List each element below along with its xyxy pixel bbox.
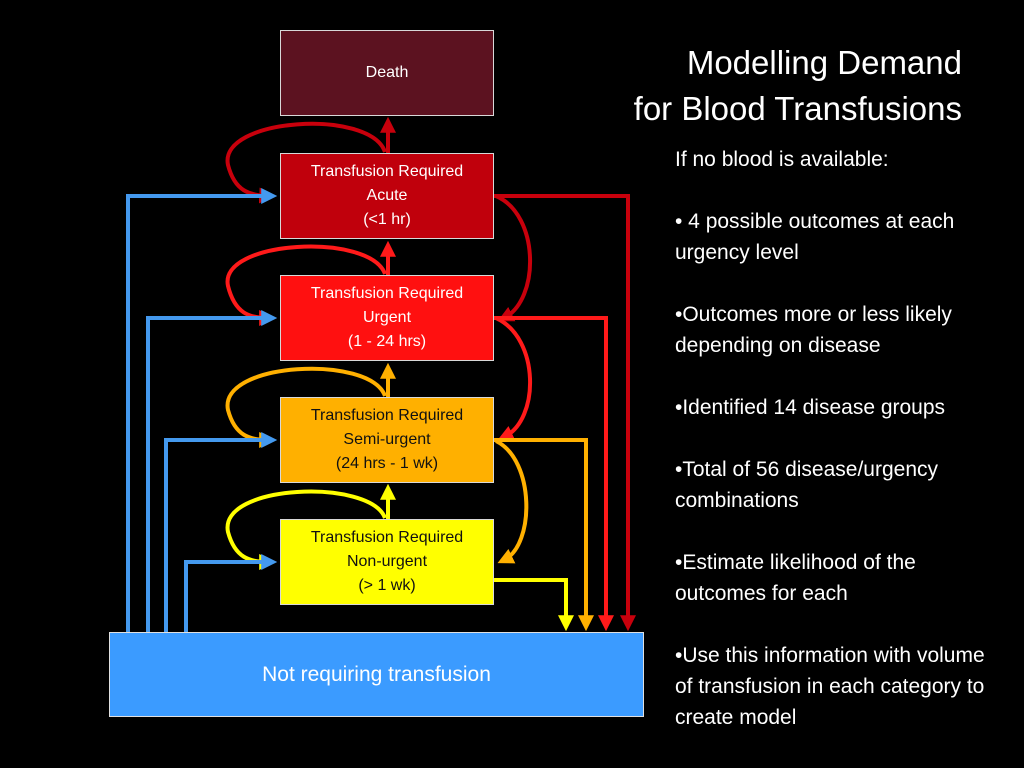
drop-non (494, 578, 574, 632)
title-line-1: Modelling Demand (686, 44, 962, 81)
note-bullet: • 4 possible outcomes at each urgency le… (675, 210, 955, 264)
notes-intro: If no blood is available: (675, 148, 889, 171)
curve-acute-to-urgent (495, 194, 532, 322)
urgent-box: Transfusion Required Urgent (1 - 24 hrs) (280, 275, 494, 361)
acute-line-3: (<1 hr) (363, 211, 411, 228)
curve-urgent-to-semi (495, 316, 532, 441)
not-requiring-label: Not requiring transfusion (262, 662, 491, 686)
note-bullet: •Estimate likelihood of the outcomes for… (675, 551, 916, 605)
loop-non (225, 489, 387, 570)
death-box: Death (280, 30, 494, 116)
curve-semi-to-non (495, 439, 529, 564)
semi-urgent-line-2: Semi-urgent (343, 431, 431, 448)
note-bullet: •Identified 14 disease groups (675, 396, 946, 419)
note-bullet: •Outcomes more or less likely depending … (675, 303, 952, 357)
blue-to-acute (126, 188, 278, 632)
drop-urgent (494, 316, 614, 632)
not-requiring-box: Not requiring transfusion (109, 632, 644, 717)
slide-title: Modelling Demand for Blood Transfusions (542, 40, 962, 132)
death-label: Death (365, 64, 409, 81)
drop-acute (494, 194, 636, 632)
loop-semi (225, 366, 387, 448)
loop-acute (225, 121, 387, 204)
semi-urgent-line-3: (24 hrs - 1 wk) (335, 455, 439, 472)
notes-panel: If no blood is available: • 4 possible o… (675, 144, 1005, 764)
non-urgent-line-2: Non-urgent (346, 553, 428, 570)
acute-box: Transfusion Required Acute (<1 hr) (280, 153, 494, 239)
urgent-line-2: Urgent (362, 309, 412, 326)
title-line-2: for Blood Transfusions (633, 90, 962, 127)
blue-to-non (184, 554, 278, 632)
acute-line-1: Transfusion Required (310, 163, 464, 180)
urgent-line-3: (1 - 24 hrs) (347, 333, 427, 350)
urgent-line-1: Transfusion Required (310, 285, 464, 302)
note-bullet: •Total of 56 disease/urgency combination… (675, 458, 939, 512)
drop-semi (494, 438, 594, 632)
blue-to-semi (164, 432, 278, 632)
semi-urgent-line-1: Transfusion Required (310, 407, 464, 424)
blue-to-urgent (146, 310, 278, 632)
non-urgent-box: Transfusion Required Non-urgent (> 1 wk) (280, 519, 494, 605)
loop-urgent (225, 244, 387, 326)
non-urgent-line-1: Transfusion Required (310, 529, 464, 546)
acute-line-2: Acute (366, 187, 408, 204)
semi-urgent-box: Transfusion Required Semi-urgent (24 hrs… (280, 397, 494, 483)
note-bullet: •Use this information with volume of tra… (675, 644, 985, 729)
non-urgent-line-3: (> 1 wk) (358, 577, 416, 594)
